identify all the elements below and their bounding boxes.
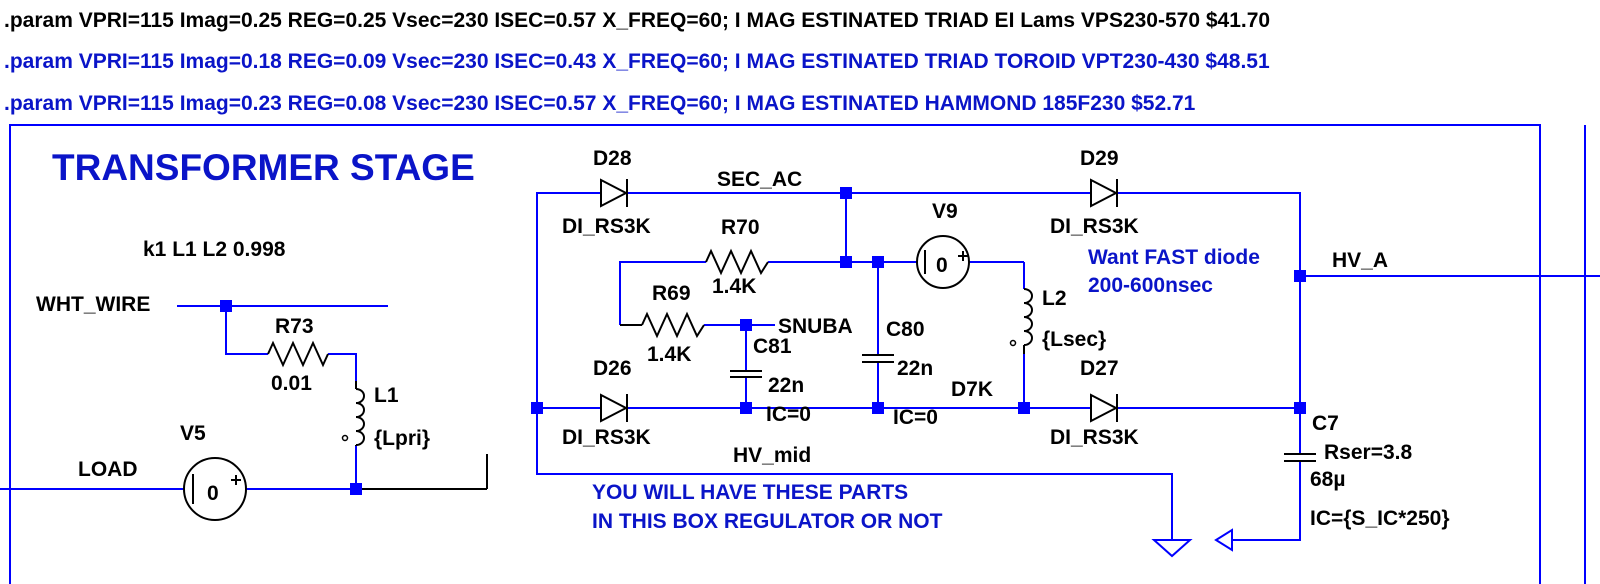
transformer-stage-box — [9, 124, 1586, 584]
diode-d26[interactable] — [600, 393, 629, 423]
d27-model: DI_RS3K — [1050, 426, 1139, 449]
resistor-r73[interactable] — [267, 340, 329, 368]
r70-value: 1.4K — [712, 275, 756, 298]
coupling-directive[interactable]: k1 L1 L2 0.998 — [143, 238, 286, 261]
c7-value: 68µ — [1310, 468, 1345, 491]
inductor-l2[interactable] — [1009, 288, 1033, 354]
resistor-r70[interactable] — [705, 248, 769, 276]
l2-value: {Lsec} — [1042, 328, 1106, 351]
v5-name: V5 — [180, 422, 206, 445]
d28-model: DI_RS3K — [562, 215, 651, 238]
r69-name: R69 — [652, 282, 691, 305]
capacitor-c7[interactable] — [1284, 453, 1316, 462]
ground-symbol-hv-mid[interactable] — [1151, 539, 1193, 558]
l2-name: L2 — [1042, 287, 1067, 310]
c81-ic: IC=0 — [766, 403, 811, 426]
d29-name: D29 — [1080, 147, 1119, 170]
v9-name: V9 — [932, 200, 958, 223]
c7-ic: IC={S_IC*250} — [1310, 507, 1450, 530]
d26-name: D26 — [593, 357, 632, 380]
c80-ic: IC=0 — [893, 406, 938, 429]
junction-dots — [531, 187, 1306, 414]
l1-name: L1 — [374, 384, 399, 407]
param-line-2[interactable]: .param VPRI=115 Imag=0.18 REG=0.09 Vsec=… — [4, 50, 1270, 73]
load-junction — [350, 483, 362, 495]
capacitor-c81[interactable] — [730, 370, 762, 378]
d27-name: D27 — [1080, 357, 1119, 380]
c7-name: C7 — [1312, 412, 1339, 435]
diode-d29[interactable] — [1090, 178, 1119, 208]
c80-name: C80 — [886, 318, 925, 341]
v5-value: 0 — [207, 482, 219, 505]
resistor-r69[interactable] — [620, 311, 705, 339]
net-label-load[interactable]: LOAD — [78, 458, 138, 481]
net-label-d7k[interactable]: D7K — [951, 378, 993, 401]
voltage-source-v5[interactable] — [183, 457, 247, 521]
net-label-snuba[interactable]: SNUBA — [778, 315, 853, 338]
diode-d28[interactable] — [600, 178, 629, 208]
voltage-source-v9[interactable] — [916, 235, 970, 289]
c81-name: C81 — [753, 335, 792, 358]
d28-name: D28 — [593, 147, 632, 170]
param-line-3[interactable]: .param VPRI=115 Imag=0.23 REG=0.08 Vsec=… — [4, 92, 1196, 115]
stage-title[interactable]: TRANSFORMER STAGE — [52, 147, 475, 188]
box-note-2[interactable]: IN THIS BOX REGULATOR OR NOT — [592, 510, 943, 533]
l1-value: {Lpri} — [374, 427, 430, 450]
secondary-wires[interactable] — [536, 192, 1600, 541]
net-label-hv-a[interactable]: HV_A — [1332, 249, 1388, 272]
c7-rser: Rser=3.8 — [1324, 441, 1412, 464]
fast-diode-note-2[interactable]: 200-600nsec — [1088, 274, 1213, 297]
inductor-l1[interactable] — [341, 381, 365, 446]
diode-d27[interactable] — [1090, 393, 1119, 423]
d29-model: DI_RS3K — [1050, 215, 1139, 238]
c81-value: 22n — [768, 374, 804, 397]
param-line-1[interactable]: .param VPRI=115 Imag=0.25 REG=0.25 Vsec=… — [4, 9, 1270, 32]
r73-name: R73 — [275, 315, 314, 338]
capacitor-c80[interactable] — [862, 354, 894, 363]
r69-value: 1.4K — [647, 343, 691, 366]
ground-symbol-c7[interactable] — [1214, 528, 1233, 552]
r70-name: R70 — [721, 216, 760, 239]
net-label-hv-mid[interactable]: HV_mid — [733, 444, 811, 467]
box-note-1[interactable]: YOU WILL HAVE THESE PARTS — [592, 481, 908, 504]
r73-value: 0.01 — [271, 372, 312, 395]
wht-wire-junction — [220, 300, 232, 312]
net-label-wht-wire[interactable]: WHT_WIRE — [36, 293, 150, 316]
fast-diode-note-1[interactable]: Want FAST diode — [1088, 246, 1260, 269]
net-label-sec-ac[interactable]: SEC_AC — [717, 168, 802, 191]
v9-value: 0 — [936, 254, 948, 277]
primary-wires[interactable] — [0, 305, 488, 490]
c80-value: 22n — [897, 357, 933, 380]
d26-model: DI_RS3K — [562, 426, 651, 449]
